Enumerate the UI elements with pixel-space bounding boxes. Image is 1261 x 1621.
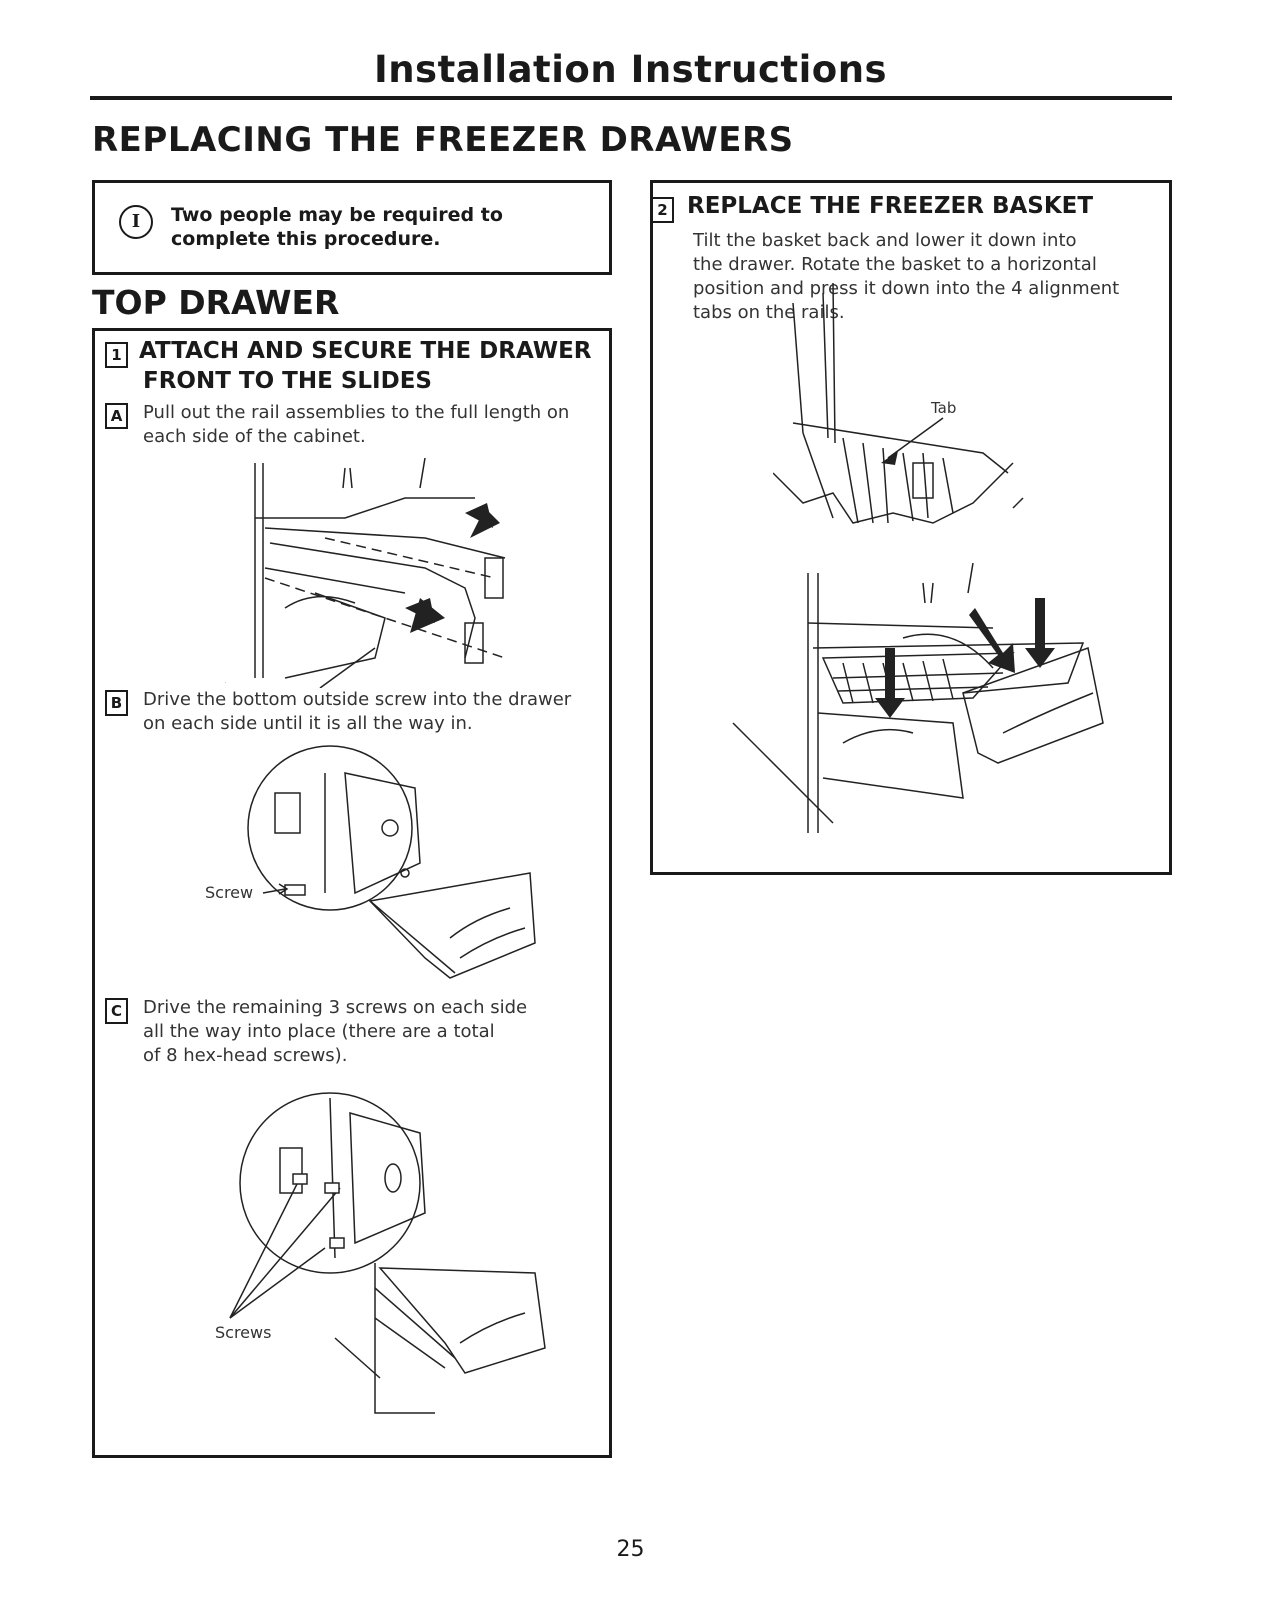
note-text: Two people may be required to complete t… (171, 204, 503, 250)
substep-b-line1: Drive the bottom outside screw into the … (143, 689, 572, 710)
substep-b-line2: on each side until it is all the way in. (143, 713, 473, 734)
basket-illustration (732, 563, 1104, 833)
step1-title-line2: FRONT TO THE SLIDES (143, 368, 432, 394)
screw-illustration: Screw (205, 745, 536, 979)
screws-callout: Screws (215, 1323, 271, 1342)
screw-callout: Screw (205, 883, 253, 902)
substep-b-letter: B (105, 690, 128, 716)
substep-a-line1: Pull out the rail assemblies to the full… (143, 402, 570, 423)
tab-illustration: Tab (773, 282, 1024, 524)
step2-title: REPLACE THE FREEZER BASKET (687, 193, 1094, 219)
step1-panel: 1 ATTACH AND SECURE THE DRAWER FRONT TO … (92, 328, 612, 1458)
step2-line1: Tilt the basket back and lower it down i… (693, 230, 1077, 251)
tab-callout: Tab (930, 399, 956, 417)
substep-c-line3: of 8 hex-head screws). (143, 1045, 348, 1066)
screws-illustration: Screws (215, 1092, 546, 1414)
page-header-title: Installation Instructions (373, 48, 888, 91)
header-rule (90, 96, 1172, 100)
step2-line4: tabs on the rails. (693, 302, 845, 323)
step1-title-line1: ATTACH AND SECURE THE DRAWER (139, 338, 592, 364)
substep-a-letter: A (105, 403, 128, 429)
step2-number: 2 (651, 197, 674, 223)
substep-c-line2: all the way into place (there are a tota… (143, 1021, 495, 1042)
step1-number: 1 (105, 342, 128, 368)
step2-panel: 2 REPLACE THE FREEZER BASKET Tilt the ba… (650, 180, 1172, 875)
page-number: 25 (616, 1537, 645, 1562)
section-title: REPLACING THE FREEZER DRAWERS (92, 120, 794, 160)
note-box: I Two people may be required to complete… (92, 180, 612, 275)
panel-top-border (92, 328, 612, 331)
substep-c-line1: Drive the remaining 3 screws on each sid… (143, 997, 528, 1018)
rail-illustration (225, 458, 506, 688)
step2-line3: position and press it down into the 4 al… (693, 278, 1120, 299)
step2-line2: the drawer. Rotate the basket to a horiz… (693, 254, 1097, 275)
top-drawer-title: TOP DRAWER (92, 283, 340, 322)
info-icon: I (119, 205, 153, 239)
substep-a-line2: each side of the cabinet. (143, 426, 366, 447)
substep-c-letter: C (105, 998, 128, 1024)
